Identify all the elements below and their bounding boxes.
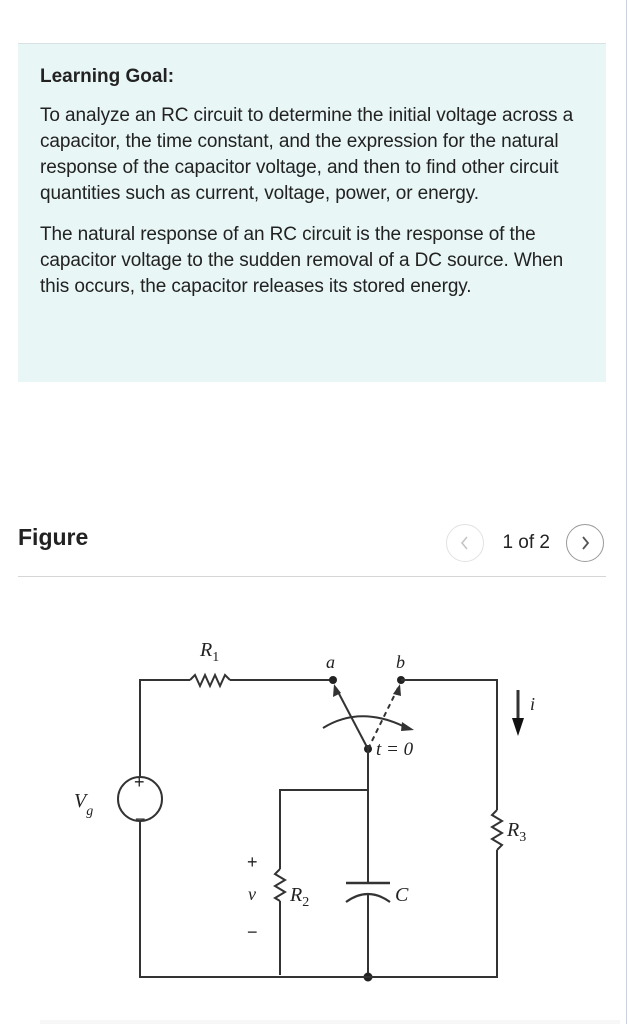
wire-bottom [139,820,498,978]
label-capacitor: C [395,884,409,906]
next-section-edge [40,1020,620,1024]
capacitor-plate-bottom [345,892,391,903]
label-current: i [530,694,535,714]
label-r3: R3 [506,819,526,845]
figure-title: Figure [18,524,89,550]
chevron-left-icon [461,536,469,550]
previous-figure-button[interactable] [446,524,485,562]
switch-blade-dashed [367,687,399,750]
learning-goal-paragraph: To analyze an RC circuit to determine th… [40,105,574,204]
current-arrow-icon [512,718,524,736]
circuit-diagram: R1 a b t = 0 i Vg R3 R2 C v + − + − [74,639,535,982]
label-r1: R1 [199,639,219,665]
node-a [329,676,337,684]
switch-arrow-a [333,684,341,697]
label-node-a: a [326,652,335,672]
label-vg: Vg [74,790,93,819]
source-plus-sign: + [134,772,145,792]
r2-gap [275,869,285,901]
voltage-plus-sign: + [247,852,258,872]
label-r2: R2 [289,884,309,910]
switch-blade [335,687,369,750]
source-minus-sign: − [135,809,146,829]
chevron-right-icon [582,536,590,550]
wire-b-to-r3 [401,679,498,810]
wire-r2-branch [279,789,368,975]
next-figure-button[interactable] [566,524,604,562]
learning-goal-panel: Learning Goal: To analyze an RC circuit … [18,43,606,382]
learning-goal-title: Learning Goal: [40,66,175,87]
resistor-r3 [490,809,504,851]
voltage-source-vg [117,776,163,822]
label-voltage: v [248,884,256,904]
switch-arrow-b [393,684,401,696]
figure-page-indicator: 1 of 2 [502,532,550,553]
learning-goal-paragraph: The natural response of an RC circuit is… [40,224,564,297]
page-scroll-edge [626,0,627,1024]
switch-motion-arc [322,715,406,729]
wire-source-to-r1 [139,679,190,778]
switch-motion-arrow [401,722,414,731]
resistor-r2 [273,868,287,902]
label-switch-time: t = 0 [376,739,414,760]
figure-pager: 1 of 2 [446,524,604,562]
figure-header: Figure 1 of 2 [18,516,606,577]
voltage-minus-sign: − [247,922,258,942]
resistor-r1 [189,672,231,689]
label-node-b: b [396,652,405,672]
